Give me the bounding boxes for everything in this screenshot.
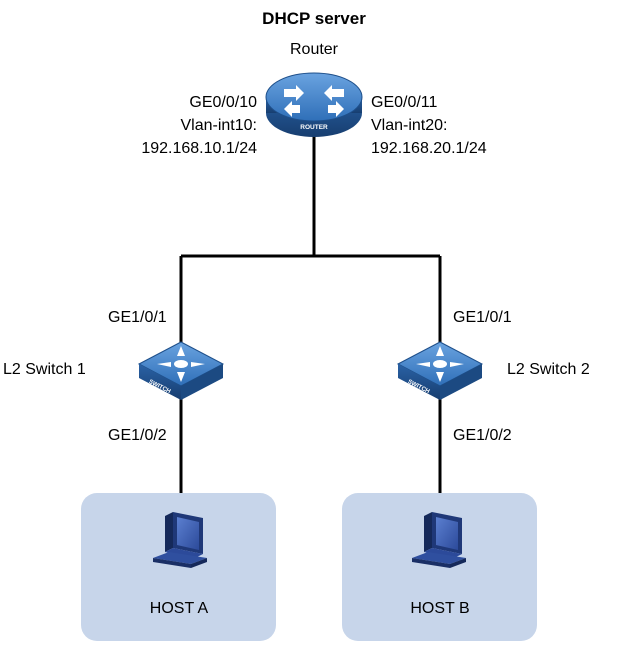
host-a-pc-icon (153, 512, 207, 568)
svg-text:Vlan-int10:: Vlan-int10: (181, 117, 258, 134)
host-b-pc-icon (412, 512, 466, 568)
router-icon: ROUTER (265, 72, 363, 137)
diagram-title: DHCP server (262, 9, 366, 28)
switch-2-icon: SWITCH (396, 341, 484, 400)
switch-1-icon: SWITCH (137, 341, 225, 400)
svg-text:Vlan-int20:: Vlan-int20: (371, 117, 448, 134)
host-b-name: HOST B (410, 600, 469, 617)
svg-text:192.168.10.1/24: 192.168.10.1/24 (141, 140, 257, 157)
switch-1-uplink-label: GE1/0/1 (108, 309, 167, 326)
switch-2-uplink-label: GE1/0/1 (453, 309, 512, 326)
switch-1-downlink-label: GE1/0/2 (108, 427, 167, 444)
switch-2-downlink-label: GE1/0/2 (453, 427, 512, 444)
router-badge: ROUTER (300, 124, 328, 131)
router-right-port-label: GE0/0/11 Vlan-int20: 192.168.20.1/24 (371, 94, 487, 157)
host-b-box (342, 493, 537, 641)
router-name: Router (290, 41, 339, 58)
links (179, 128, 442, 493)
host-a-name: HOST A (150, 600, 209, 617)
svg-text:GE0/0/10: GE0/0/10 (189, 94, 257, 111)
svg-text:GE0/0/11: GE0/0/11 (371, 94, 438, 111)
svg-text:192.168.20.1/24: 192.168.20.1/24 (371, 140, 487, 157)
host-a-box (81, 493, 276, 641)
switch-1-name: L2 Switch 1 (3, 361, 86, 378)
router-left-port-label: GE0/0/10 Vlan-int10: 192.168.10.1/24 (141, 94, 257, 157)
switch-2-name: L2 Switch 2 (507, 361, 590, 378)
